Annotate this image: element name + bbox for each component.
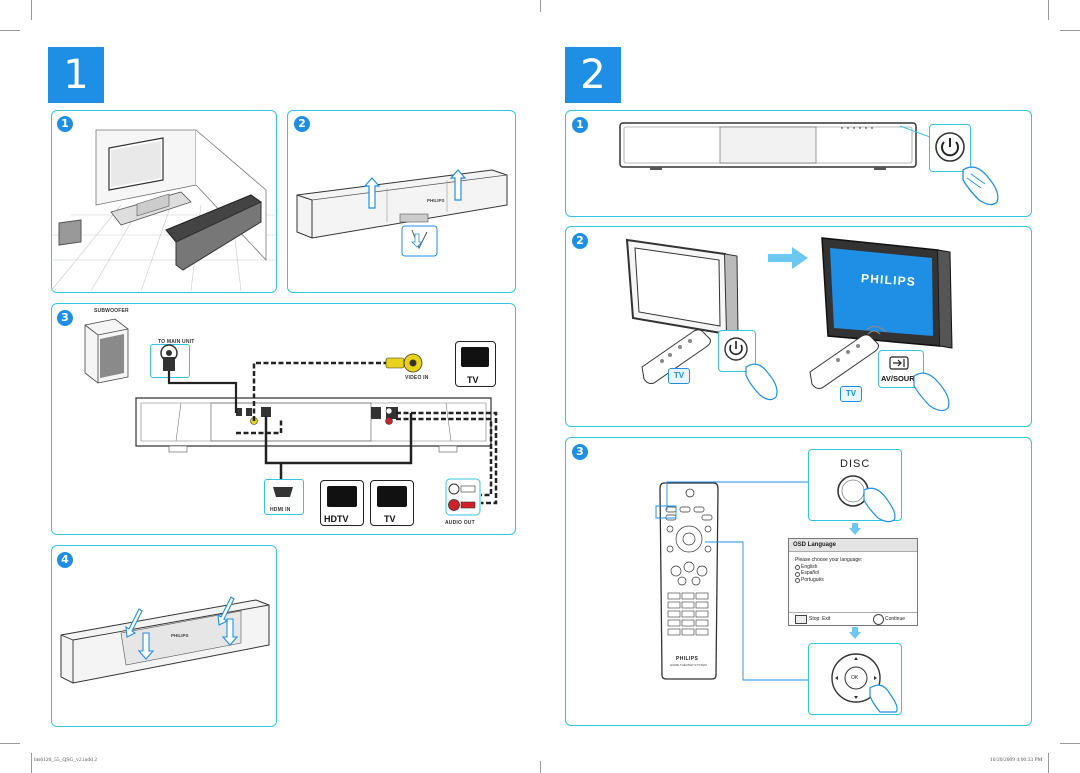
remote-left-illustration	[641, 329, 711, 384]
remote-control-illustration	[659, 482, 719, 680]
hdmi-in-connector-box	[264, 479, 304, 515]
sub-step-badge: 3	[57, 310, 73, 326]
disc-button-press[interactable]	[836, 474, 906, 524]
tv-off-illustration	[625, 238, 739, 336]
step-number-1: 1	[48, 47, 104, 103]
osd-title: OSD Language	[789, 539, 917, 552]
arrow-right-icon	[768, 247, 808, 269]
arrow-down-icon	[849, 627, 861, 639]
step-number-2: 2	[565, 47, 621, 103]
navigation-pad-icon	[831, 653, 898, 713]
crop-mark	[540, 761, 541, 773]
crop-mark	[540, 0, 541, 12]
stop-exit-label: Stop: Exit	[809, 616, 831, 622]
connection-diagram	[135, 344, 498, 516]
av-source-button-label[interactable]: AV/SOURCE	[881, 374, 926, 383]
osd-footer: Stop: Exit Continue	[789, 612, 917, 625]
osd-option-portugues[interactable]: Português	[789, 577, 917, 584]
footer-filename: hts6120_55_QSG_v2.indd 2	[34, 757, 97, 763]
crop-mark	[1060, 743, 1080, 744]
continue-label: Continue	[885, 616, 906, 622]
main-unit-front-illustration	[619, 122, 931, 170]
hand-press-icon	[913, 372, 950, 412]
hdtv-label: HDTV	[324, 514, 349, 524]
svg-text:PHILIPS: PHILIPS	[171, 633, 189, 638]
osd-option-espanol[interactable]: Español	[789, 570, 917, 577]
footer-timestamp: 10/20/2009 4:00:33 PM	[990, 757, 1043, 763]
crop-mark	[1048, 753, 1049, 773]
tv-icon-video	[455, 341, 496, 387]
tv-on-philips-illustration	[821, 237, 953, 349]
crop-mark	[0, 743, 20, 744]
power-button-press-tv[interactable]	[722, 335, 792, 405]
osd-prompt: Please choose your language:	[795, 557, 863, 563]
sub-step-badge: 1	[57, 116, 73, 132]
subwoofer-illustration	[84, 318, 129, 384]
crop-mark	[31, 0, 32, 20]
ok-button-label[interactable]: OK	[851, 675, 859, 681]
tv-label-video: TV	[467, 375, 479, 385]
hdtv-icon	[320, 480, 364, 526]
callout-lines	[655, 481, 808, 681]
hdmi-plug-icon	[273, 487, 293, 497]
svg-text:PHILIPS: PHILIPS	[427, 198, 445, 203]
ok-icon	[873, 614, 884, 625]
soundbar-with-stand-illustration: PHILIPS	[296, 169, 508, 257]
osd-language-screen: OSD Language Please choose your language…	[788, 538, 918, 626]
input-source-icon	[889, 356, 909, 370]
sub-step-badge: 2	[294, 116, 310, 132]
stop-icon	[795, 615, 807, 624]
audio-out-label: AUDIO OUT	[445, 520, 475, 526]
crop-mark	[1048, 0, 1049, 20]
remote-caption: HOME THEATER SYSTEM	[670, 663, 707, 667]
remote-brand-logo: PHILIPS	[676, 656, 699, 662]
disc-label: DISC	[840, 458, 871, 470]
tv-icon-audio	[370, 480, 414, 526]
sub-step-badge: 4	[57, 552, 73, 568]
tv-key-callout-right[interactable]: TV	[840, 386, 862, 402]
crop-mark	[1060, 30, 1080, 31]
crop-mark	[31, 753, 32, 773]
hdmi-in-label: HDMI IN	[270, 507, 291, 513]
sub-step-badge: 1	[572, 117, 588, 133]
tv-key-callout-left[interactable]: TV	[668, 368, 690, 384]
tv-label-audio: TV	[384, 514, 396, 524]
video-in-label: VIDEO IN	[405, 375, 429, 381]
remote-right-illustration	[809, 325, 887, 389]
sub-step-badge: 2	[572, 233, 588, 249]
soundbar-mounting-illustration: PHILIPS	[60, 596, 270, 684]
sub-step-badge: 3	[572, 444, 588, 460]
room-illustration	[50, 129, 275, 292]
crop-mark	[0, 30, 20, 31]
power-button-press[interactable]	[935, 130, 1005, 210]
osd-option-english[interactable]: English	[789, 564, 917, 571]
arrow-down-icon	[849, 523, 861, 535]
subwoofer-label: SUBWOOFER	[94, 308, 129, 314]
to-main-unit-label: TO MAIN UNIT	[158, 339, 195, 345]
